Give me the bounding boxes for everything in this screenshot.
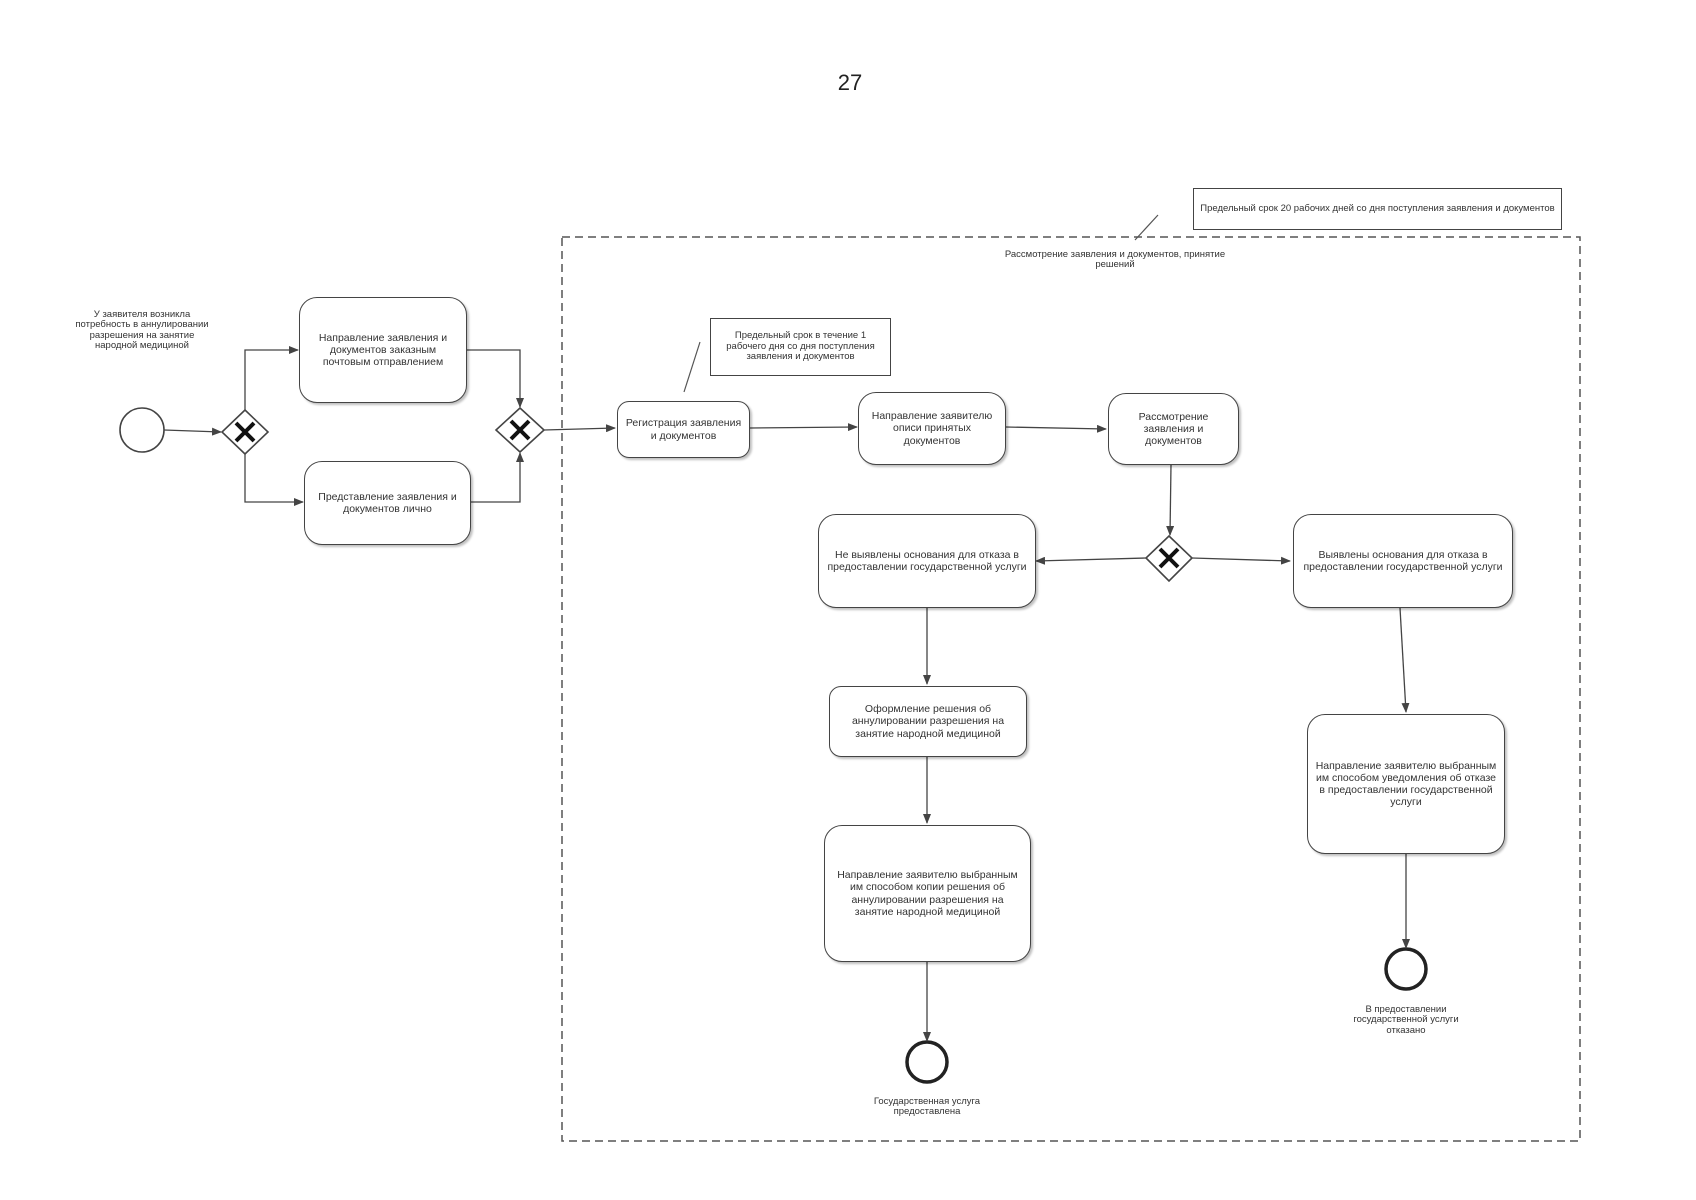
end-event-provided-label: Государственная услуга предоставлена [873,1096,981,1118]
task-submit-in-person: Представление заявления и документов лич… [304,461,471,545]
flow-merge-to-registration [543,424,616,433]
flow-review-to-decision [1166,464,1175,536]
task-send-refusal: Направление заявителю выбранным им спосо… [1307,714,1505,854]
flow-person-to-merge [471,452,524,503]
gateway-decision [1144,534,1194,583]
flow-decision-to-grounds [1191,556,1291,565]
gateway-merge [494,406,546,454]
task-no-grounds: Не выявлены основания для отказа в предо… [818,514,1036,608]
annotation-connector-overall [1134,214,1159,241]
task-registration: Регистрация заявления и документов [617,401,750,458]
task-grounds-found: Выявлены основания для отказа в предоста… [1293,514,1513,608]
flow-start-to-gateway [163,427,222,436]
flow-mail-to-merge [467,349,524,408]
deadline-note-registration: Предельный срок в течение 1 рабочего дня… [710,318,891,376]
task-send-by-mail: Направление заявления и документов заказ… [299,297,467,403]
flow-receipt-to-review [1005,424,1107,433]
flow-decision-to-no-grounds [1035,556,1147,565]
start-event-label: У заявителя возникла потребность в аннул… [75,309,209,352]
flow-to-submit-in-person [244,454,304,506]
subprocess-title: Рассмотрение заявления и документов, при… [1004,249,1226,271]
flow-grounds-to-refusal [1399,607,1410,713]
end-event-refused [1384,947,1428,991]
task-review: Рассмотрение заявления и документов [1108,393,1239,465]
task-send-decision: Направление заявителю выбранным им спосо… [824,825,1031,962]
deadline-note-overall: Предельный срок 20 рабочих дней со дня п… [1193,188,1562,230]
end-event-refused-label: В предоставлении государственной услуги … [1353,1004,1459,1036]
task-send-receipt: Направление заявителю описи принятых док… [858,392,1006,465]
subprocess-frame [561,236,1581,1142]
end-event-provided [905,1040,949,1084]
annotation-connector-registration [683,341,701,393]
flow-registration-to-receipt [749,423,858,432]
start-event [119,407,165,453]
task-prepare-decision: Оформление решения об аннулировании разр… [829,686,1027,757]
page-number: 27 [837,70,863,95]
flow-to-send-by-mail [244,346,299,410]
gateway-split [220,408,270,456]
